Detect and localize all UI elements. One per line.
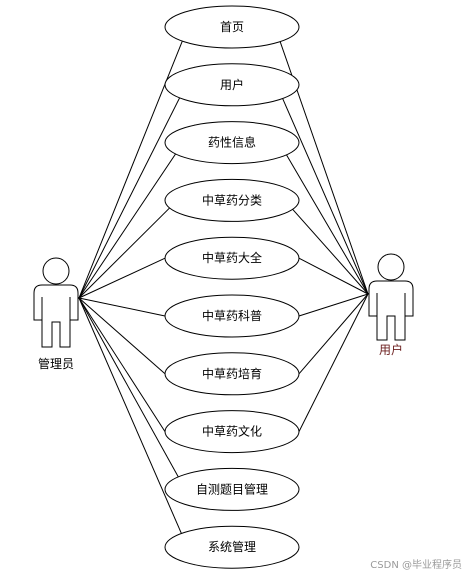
use-case-4: 中草药大全: [164, 236, 300, 280]
admin-label: 管理员: [38, 356, 74, 371]
use-case-ellipse: [164, 467, 300, 511]
admin-head: [42, 257, 70, 285]
user-association-5: [298, 293, 369, 317]
use-case-label: 中草药科普: [202, 308, 262, 323]
user-actor: [368, 253, 414, 341]
use-case-ellipse: [164, 5, 300, 49]
admin-body: [33, 284, 79, 348]
use-case-3: 中草药分类: [164, 178, 300, 222]
user-head: [377, 253, 405, 281]
use-case-label: 药性信息: [208, 135, 256, 150]
use-case-label: 自测题目管理: [196, 481, 268, 496]
use-case-9: 系统管理: [164, 525, 300, 569]
user-label: 用户: [379, 342, 403, 357]
use-case-ellipse: [164, 410, 300, 454]
user-association-6: [298, 293, 369, 375]
use-case-label: 中草药培育: [202, 366, 262, 381]
admin-association-4: [78, 257, 166, 299]
user-association-1: [268, 66, 369, 295]
admin-association-9: [78, 297, 196, 566]
admin-actor: [33, 257, 79, 348]
admin-association-1: [78, 66, 196, 299]
use-case-label: 中草药大全: [202, 250, 262, 265]
admin-association-7: [78, 297, 166, 432]
use-case-label: 中草药文化: [202, 424, 262, 439]
use-case-ellipse: [164, 352, 300, 396]
use-case-0: 首页: [164, 5, 300, 49]
use-case-8: 自测题目管理: [164, 467, 300, 511]
watermark: CSDN @毕业程序员: [370, 558, 462, 571]
use-case-7: 中草药文化: [164, 410, 300, 454]
use-case-ellipse: [164, 525, 300, 569]
use-case-ellipse: [164, 236, 300, 280]
use-case-ellipse: [164, 63, 300, 107]
use-case-ellipse: [164, 121, 300, 165]
use-case-1: 用户: [164, 63, 300, 107]
use-case-2: 药性信息: [164, 121, 300, 165]
use-case-6: 中草药培育: [164, 352, 300, 396]
use-case-label: 中草药分类: [202, 192, 262, 207]
use-case-label: 系统管理: [208, 539, 256, 554]
use-case-ellipse: [164, 178, 300, 222]
admin-association-5: [78, 297, 166, 317]
user-association-7: [298, 293, 369, 432]
user-association-0: [268, 8, 369, 295]
use-case-label: 用户: [220, 77, 244, 92]
user-association-4: [298, 257, 369, 295]
user-body: [368, 280, 414, 341]
use-case-label: 首页: [220, 20, 244, 34]
admin-association-8: [78, 297, 196, 508]
use-cases: 首页用户药性信息中草药分类中草药大全中草药科普中草药培育中草药文化自测题目管理系…: [164, 5, 300, 569]
admin-association-0: [78, 8, 196, 299]
use-case-ellipse: [164, 294, 300, 338]
association-lines: [78, 8, 369, 566]
use-case-5: 中草药科普: [164, 294, 300, 338]
admin-association-6: [78, 297, 166, 375]
